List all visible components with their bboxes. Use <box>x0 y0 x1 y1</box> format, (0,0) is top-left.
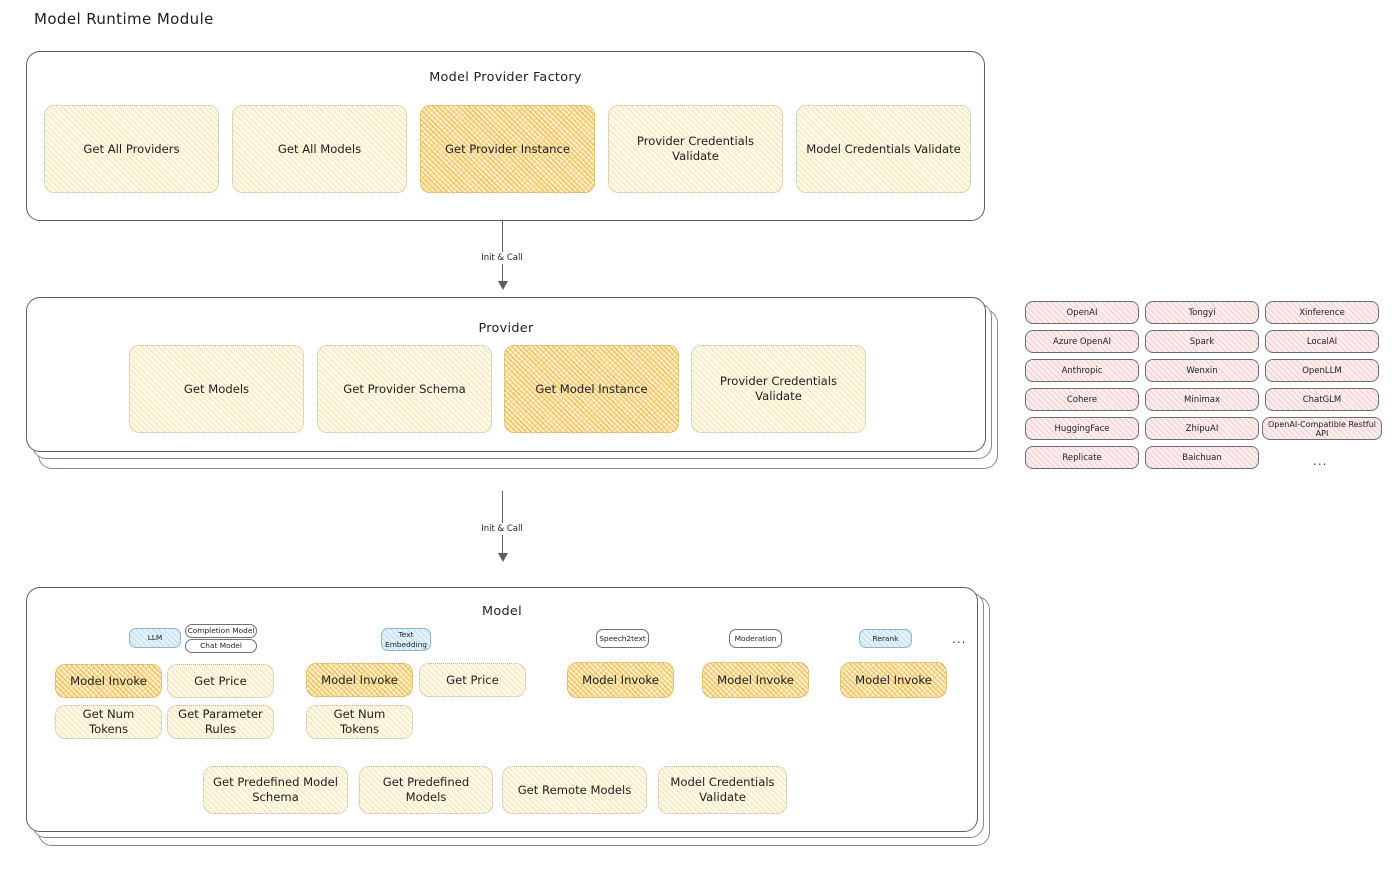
factory-item-model-credentials-validate[interactable]: Model Credentials Validate <box>796 105 971 193</box>
provider-chip-huggingface[interactable]: HuggingFace <box>1025 417 1139 440</box>
provider-chip-cohere[interactable]: Cohere <box>1025 388 1139 411</box>
llm-op-get-num-tokens[interactable]: Get Num Tokens <box>55 705 162 739</box>
model-type-sub-chat-model[interactable]: Chat Model <box>185 639 257 653</box>
model-types-more-ellipsis: ... <box>952 632 967 646</box>
factory-item-get-all-models[interactable]: Get All Models <box>232 105 407 193</box>
model-type-sub-completion-model[interactable]: Completion Model <box>185 624 257 638</box>
provider-item-get-models[interactable]: Get Models <box>129 345 304 433</box>
provider-chip-minimax[interactable]: Minimax <box>1145 388 1259 411</box>
provider-chip-spark[interactable]: Spark <box>1145 330 1259 353</box>
provider-chip-openai[interactable]: OpenAI <box>1025 301 1139 324</box>
model-type-badge-rerank[interactable]: Rerank <box>859 629 912 648</box>
model-title: Model <box>482 604 522 619</box>
moderation-op-model-invoke[interactable]: Model Invoke <box>702 662 809 698</box>
model-common-op-get-predefined-models[interactable]: Get Predefined Models <box>359 766 493 814</box>
provider-list-more-ellipsis: ... <box>1313 454 1328 468</box>
factory-item-get-provider-instance[interactable]: Get Provider Instance <box>420 105 595 193</box>
model-common-op-get-remote-models[interactable]: Get Remote Models <box>502 766 647 814</box>
model-type-badge-speech2text[interactable]: Speech2text <box>596 629 649 648</box>
provider-title: Provider <box>478 321 534 336</box>
provider-chip-chatglm[interactable]: ChatGLM <box>1265 388 1379 411</box>
model-type-badge-llm[interactable]: LLM <box>129 628 181 648</box>
provider-chip-openai-compatible-restful-api[interactable]: OpenAI-Compatible Restful API <box>1262 417 1382 440</box>
provider-chip-tongyi[interactable]: Tongyi <box>1145 301 1259 324</box>
arrow-provider-to-model-head <box>497 553 508 562</box>
page-title: Model Runtime Module <box>34 10 214 28</box>
provider-chip-anthropic[interactable]: Anthropic <box>1025 359 1139 382</box>
provider-chip-baichuan[interactable]: Baichuan <box>1145 446 1259 469</box>
provider-item-get-model-instance[interactable]: Get Model Instance <box>504 345 679 433</box>
arrow-factory-to-provider-head <box>497 281 508 290</box>
text-embedding-op-get-price[interactable]: Get Price <box>419 663 526 697</box>
speech2text-op-model-invoke[interactable]: Model Invoke <box>567 662 674 698</box>
provider-chip-wenxin[interactable]: Wenxin <box>1145 359 1259 382</box>
provider-item-provider-credentials-validate[interactable]: Provider Credentials Validate <box>691 345 866 433</box>
model-common-op-model-credentials-validate[interactable]: Model Credentials Validate <box>658 766 787 814</box>
text-embedding-op-model-invoke[interactable]: Model Invoke <box>306 663 413 697</box>
rerank-op-model-invoke[interactable]: Model Invoke <box>840 662 947 698</box>
provider-chip-localai[interactable]: LocalAI <box>1265 330 1379 353</box>
model-provider-factory-title: Model Provider Factory <box>429 70 582 85</box>
provider-chip-openllm[interactable]: OpenLLM <box>1265 359 1379 382</box>
llm-op-get-price[interactable]: Get Price <box>167 664 274 698</box>
provider-chip-zhipuai[interactable]: ZhipuAI <box>1145 417 1259 440</box>
provider-chip-replicate[interactable]: Replicate <box>1025 446 1139 469</box>
model-common-op-get-predefined-model-schema[interactable]: Get Predefined Model Schema <box>203 766 348 814</box>
model-type-badge-moderation[interactable]: Moderation <box>729 629 782 648</box>
arrow-provider-to-model-label: Init & Call <box>477 523 527 535</box>
model-type-badge-text-embedding[interactable]: Text Embedding <box>381 628 431 651</box>
factory-item-get-all-providers[interactable]: Get All Providers <box>44 105 219 193</box>
llm-op-get-parameter-rules[interactable]: Get Parameter Rules <box>167 705 274 739</box>
llm-op-model-invoke[interactable]: Model Invoke <box>55 664 162 698</box>
provider-chip-azure-openai[interactable]: Azure OpenAI <box>1025 330 1139 353</box>
provider-chip-xinference[interactable]: Xinference <box>1265 301 1379 324</box>
text-embedding-op-get-num-tokens[interactable]: Get Num Tokens <box>306 705 413 739</box>
factory-item-provider-credentials-validate[interactable]: Provider Credentials Validate <box>608 105 783 193</box>
provider-item-get-provider-schema[interactable]: Get Provider Schema <box>317 345 492 433</box>
arrow-factory-to-provider-label: Init & Call <box>477 252 527 264</box>
